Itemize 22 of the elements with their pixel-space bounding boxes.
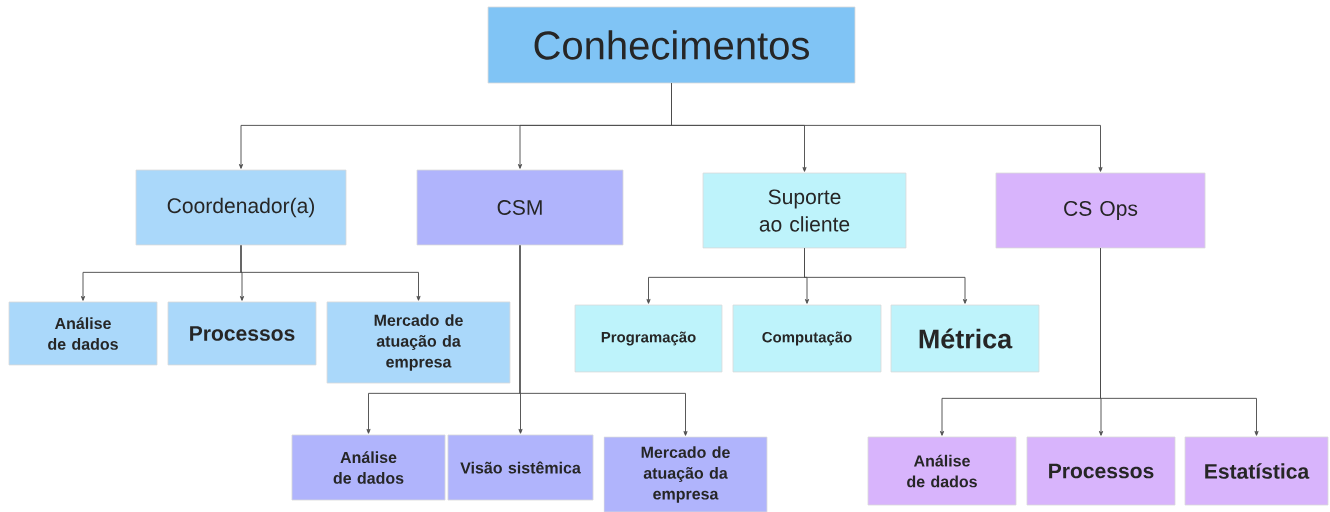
connector-arrow xyxy=(1100,247,1259,436)
topic-box: Análise de dados xyxy=(8,301,158,366)
connector-arrow xyxy=(671,82,1103,172)
connector-arrow xyxy=(240,244,421,301)
topic-box: Processos xyxy=(1026,436,1176,506)
topic-box: Visão sistêmica xyxy=(447,434,594,501)
topic-box: CSM xyxy=(416,169,624,246)
topic-box: Coordenador(a) xyxy=(135,169,347,246)
topic-box: Conhecimentos xyxy=(487,6,856,84)
topic-box: Programação xyxy=(574,304,723,373)
topic-box: Processos xyxy=(167,301,317,366)
topic-box: CS Ops xyxy=(995,172,1206,249)
topic-box: Análise de dados xyxy=(867,436,1017,506)
topic-box: Análise de dados xyxy=(291,434,446,501)
topic-box: Suporte ao cliente xyxy=(702,172,907,249)
connector-arrow xyxy=(804,247,968,304)
topic-box: Computação xyxy=(732,304,882,373)
connector-arrow xyxy=(519,244,688,436)
topic-box: Estatística xyxy=(1184,436,1329,506)
topic-box: Mercado de atuação da empresa xyxy=(326,301,511,384)
topic-box: Mercado de atuação da empresa xyxy=(603,436,768,512)
topic-box: Métrica xyxy=(890,304,1040,373)
